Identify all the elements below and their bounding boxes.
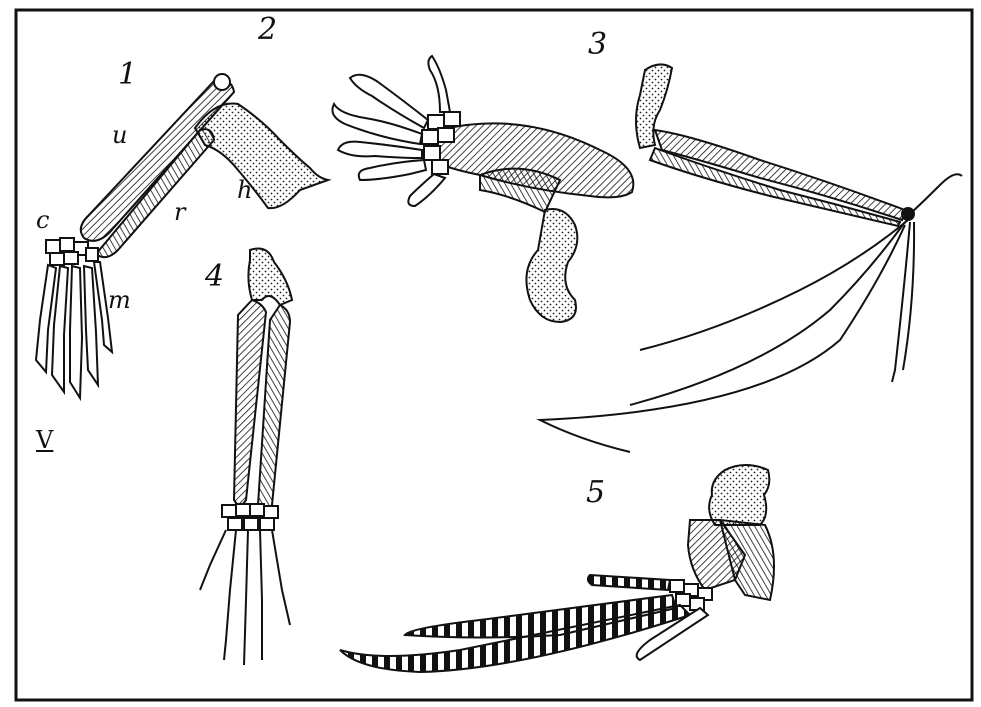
- limb-5-digits: [340, 575, 708, 672]
- limb-2-drawing: [332, 56, 633, 322]
- limb-4-humerus: [248, 249, 292, 306]
- panel-number-5: 5: [586, 478, 605, 508]
- frame-border: [16, 10, 972, 700]
- limb-4-digits: [200, 530, 290, 665]
- label-carpus: c: [36, 208, 49, 232]
- label-radius: r: [174, 200, 185, 224]
- label-humerus: h: [237, 178, 252, 202]
- panel-number-2: 2: [258, 15, 277, 45]
- label-digit-five: V: [36, 428, 53, 452]
- limb-5-humerus: [709, 465, 769, 525]
- panel-number-4: 4: [205, 262, 224, 292]
- bat-wing-drawing: [540, 64, 962, 452]
- panel-number-3: 3: [588, 30, 607, 60]
- limb-1-ulna: [81, 80, 234, 241]
- limb-4-drawing: [200, 249, 292, 666]
- limb-1-carpals: [46, 238, 98, 265]
- limb-1-digits: [36, 262, 112, 398]
- limb-5-drawing: [340, 465, 774, 672]
- label-ulna: u: [112, 123, 127, 147]
- panel-number-1: 1: [118, 60, 137, 90]
- limb-2-humerus: [526, 209, 577, 322]
- label-metacarpus: m: [108, 288, 131, 312]
- limb-4-carpals: [222, 504, 278, 530]
- limb-1-humerus: [195, 104, 328, 209]
